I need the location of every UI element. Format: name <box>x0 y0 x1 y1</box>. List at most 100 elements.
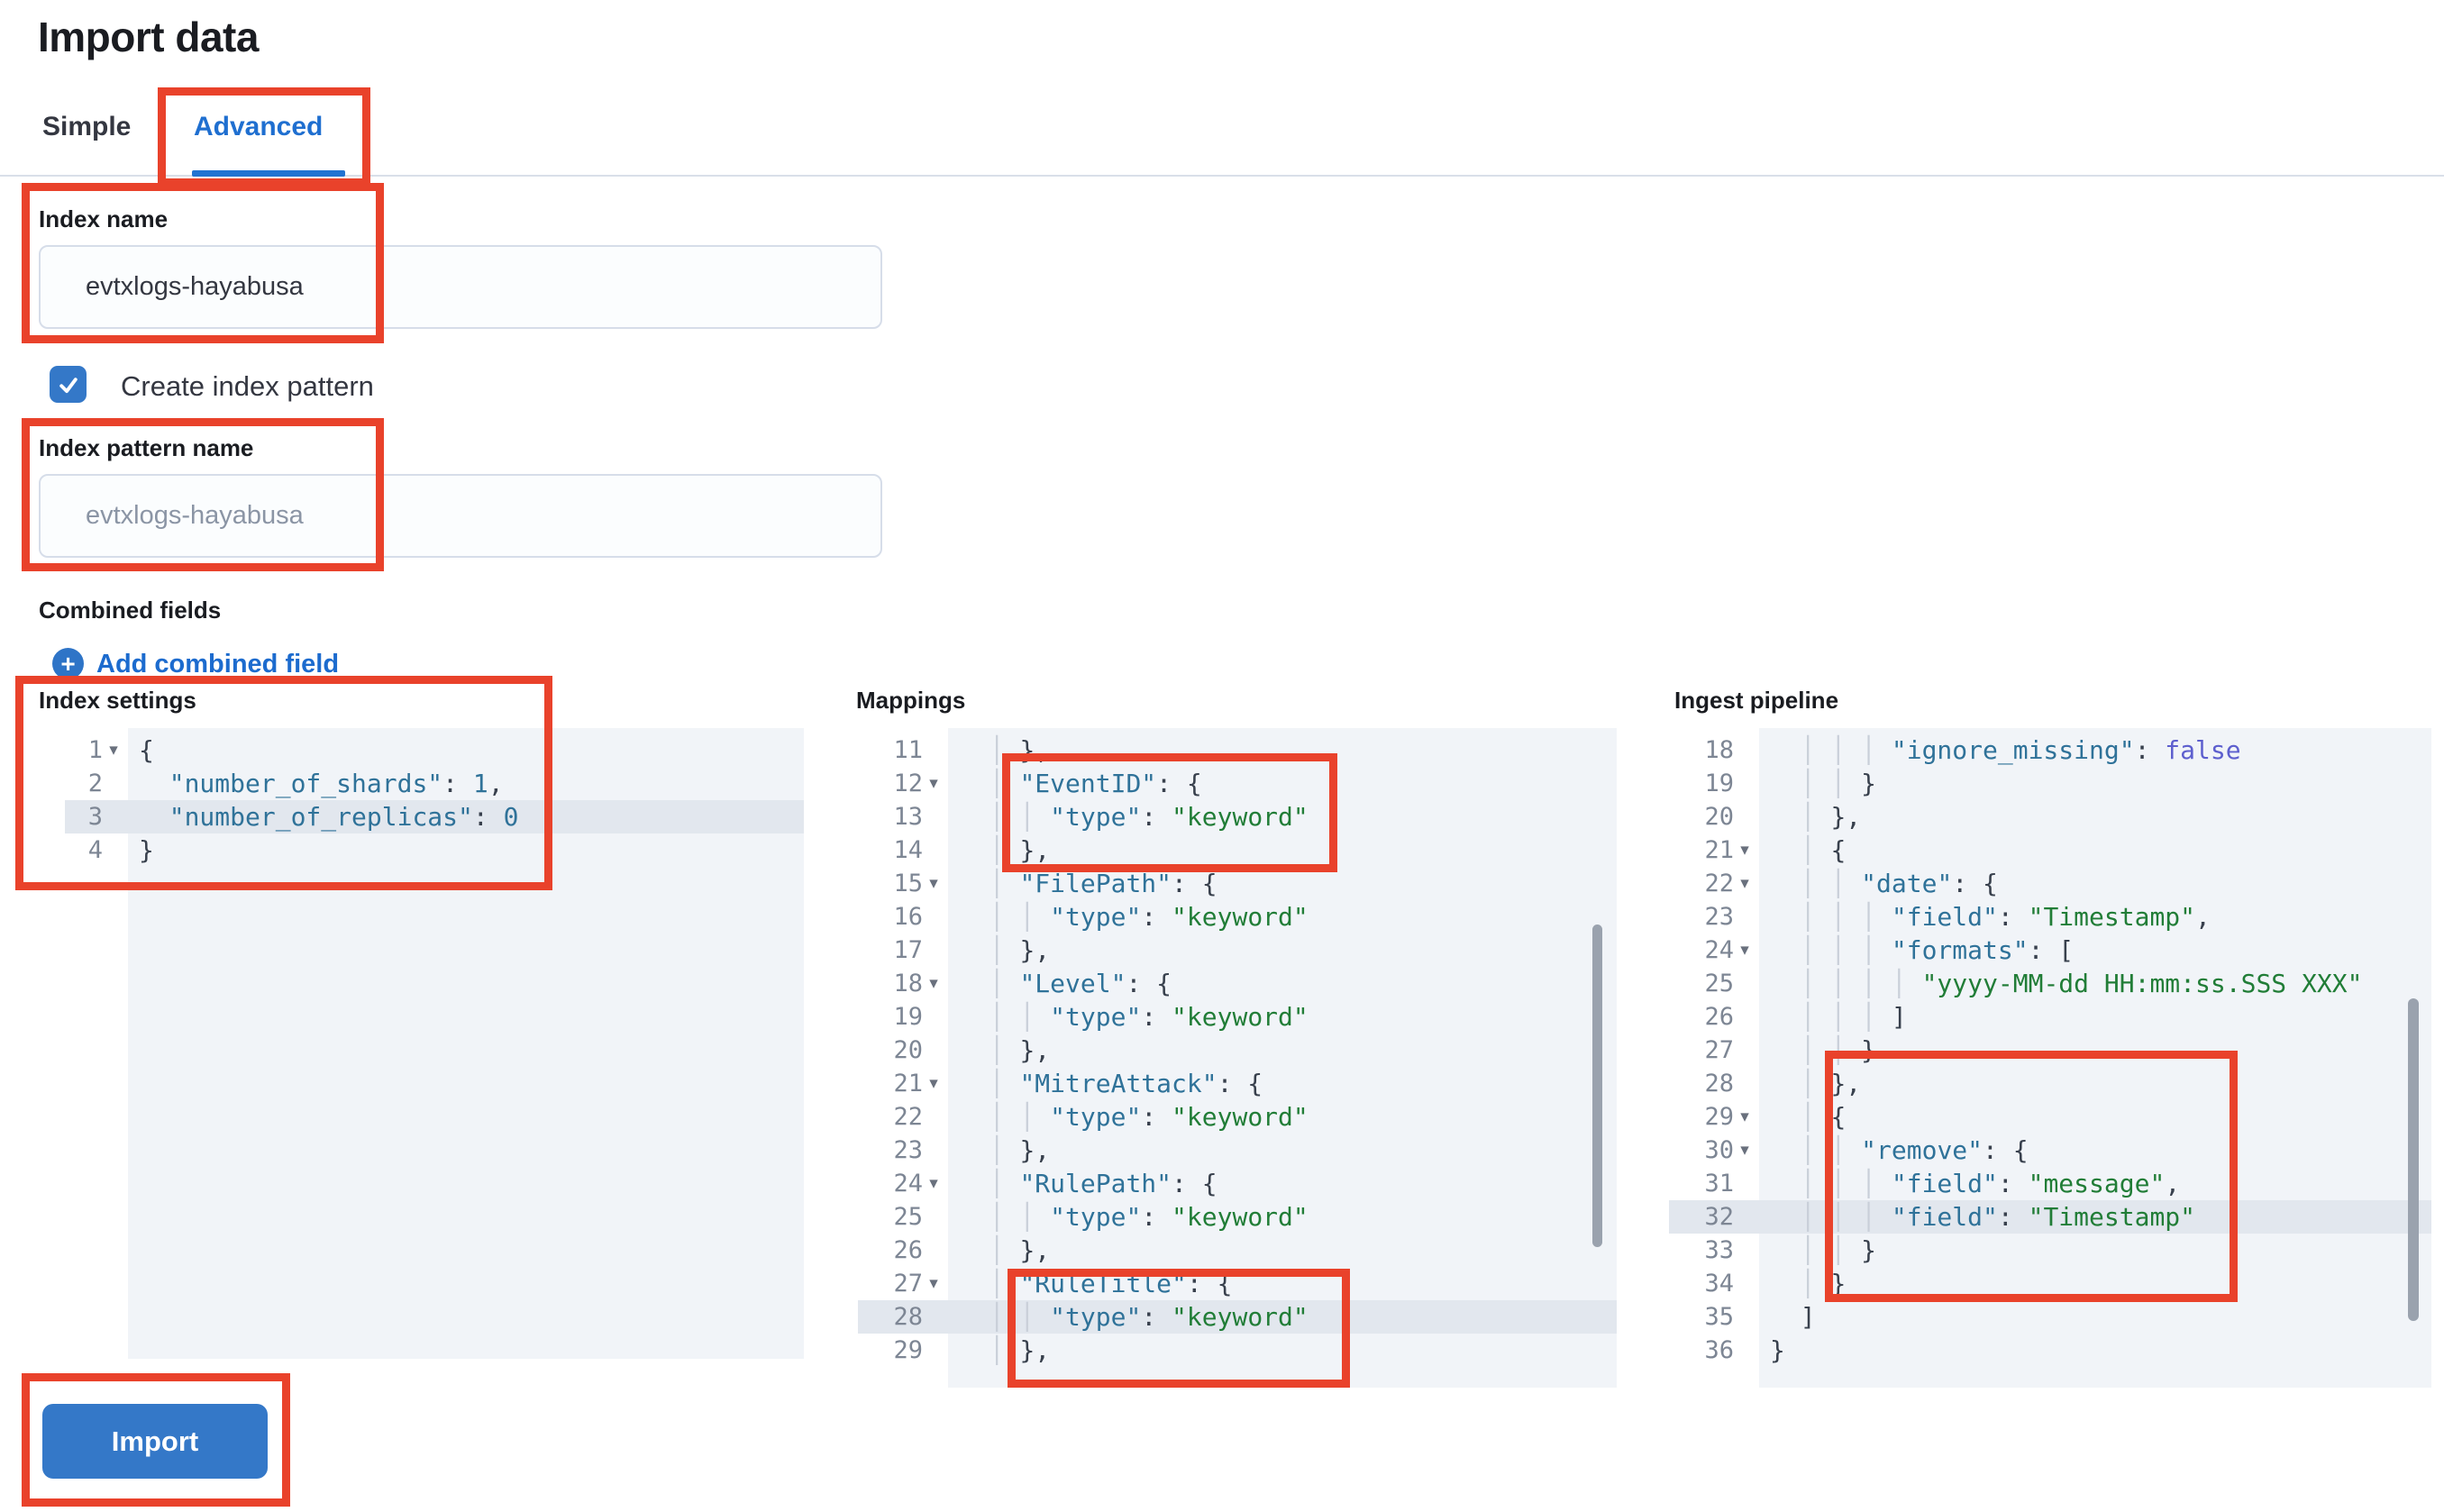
plus-circle-icon: + <box>52 648 84 679</box>
code-line: 30▾ │ │ "remove": { <box>1669 1134 2431 1167</box>
code-line: 4} <box>65 833 804 867</box>
line-number: 25 <box>893 1203 923 1231</box>
line-number: 18 <box>1704 736 1734 764</box>
code-line: 29 │ }, <box>858 1334 1617 1367</box>
code-text: │ │ │ ] <box>1770 1002 1907 1032</box>
indent-guides: │ <box>1770 1069 1831 1098</box>
annotation-box-import-button <box>22 1373 290 1507</box>
line-number: 26 <box>893 1236 923 1264</box>
editor-gutter <box>1669 728 1759 1388</box>
mappings-scrollbar[interactable] <box>1592 925 1602 1247</box>
line-number: 18 <box>893 970 923 997</box>
indent-guides: │ │ <box>959 902 1051 932</box>
check-icon <box>59 377 78 393</box>
code-text: │ }, <box>959 935 1051 965</box>
create-index-pattern-checkbox[interactable] <box>50 366 87 403</box>
indent-guides: │ │ <box>1770 769 1862 798</box>
fold-arrow-icon[interactable]: ▾ <box>1740 941 1749 960</box>
line-number: 16 <box>893 903 923 931</box>
code-line: 13 │ │ "type": "keyword" <box>858 800 1617 833</box>
code-line: 29▾ │ { <box>1669 1100 2431 1134</box>
code-line: 35 ] <box>1669 1300 2431 1334</box>
code-line: 14 │ }, <box>858 833 1617 867</box>
line-number: 19 <box>893 1003 923 1031</box>
line-number: 32 <box>1704 1203 1734 1231</box>
add-combined-field-link[interactable]: Add combined field <box>96 650 340 679</box>
page-title: Import data <box>38 14 259 60</box>
index-settings-label: Index settings <box>39 687 196 714</box>
line-number: 3 <box>87 803 103 831</box>
indent-guides: │ <box>959 869 1020 898</box>
fold-arrow-icon[interactable]: ▾ <box>929 974 938 993</box>
fold-arrow-icon[interactable]: ▾ <box>1740 841 1749 860</box>
code-text: { <box>139 735 154 765</box>
line-number: 12 <box>893 770 923 797</box>
tab-advanced[interactable]: Advanced <box>194 112 324 141</box>
code-line: 16 │ │ "type": "keyword" <box>858 900 1617 934</box>
line-number: 2 <box>87 770 103 797</box>
index-name-input[interactable] <box>39 245 882 329</box>
indent-guides: │ <box>959 1035 1020 1065</box>
tab-simple[interactable]: Simple <box>42 112 132 141</box>
tabs-divider <box>0 175 2444 177</box>
line-number: 24 <box>893 1170 923 1198</box>
fold-arrow-icon[interactable]: ▾ <box>1740 874 1749 893</box>
code-line: 25 │ │ "type": "keyword" <box>858 1200 1617 1234</box>
code-text: │ } <box>1770 1269 1847 1298</box>
code-text: │ │ │ "ignore_missing": false <box>1770 735 2241 765</box>
annotation-box-index-pattern-name <box>22 418 384 571</box>
index-name-label: Index name <box>39 205 169 232</box>
fold-arrow-icon[interactable]: ▾ <box>929 1074 938 1093</box>
annotation-box-mappings-eventid <box>1002 753 1337 872</box>
indent-guides: │ <box>959 1235 1020 1265</box>
code-text: │ "FilePath": { <box>959 869 1217 898</box>
code-line: 31 │ │ │ "field": "message", <box>1669 1167 2431 1200</box>
indent-guides: │ │ │ <box>1770 902 1892 932</box>
fold-arrow-icon[interactable]: ▾ <box>929 1174 938 1193</box>
fold-arrow-icon[interactable]: ▾ <box>1740 1107 1749 1126</box>
code-line: 22 │ │ "type": "keyword" <box>858 1100 1617 1134</box>
ingest-pipeline-scrollbar[interactable] <box>2408 998 2419 1321</box>
code-text: │ │ "type": "keyword" <box>959 902 1309 932</box>
fold-arrow-icon[interactable]: ▾ <box>929 774 938 793</box>
fold-arrow-icon[interactable]: ▾ <box>929 1274 938 1293</box>
indent-guides: │ │ <box>1770 1135 1862 1165</box>
fold-arrow-icon[interactable]: ▾ <box>929 874 938 893</box>
line-number: 27 <box>1704 1036 1734 1064</box>
active-tab-underline <box>192 170 345 177</box>
code-line: 11 │ }, <box>858 733 1617 767</box>
line-number: 20 <box>893 1036 923 1064</box>
index-pattern-name-input[interactable] <box>39 474 882 558</box>
index-settings-editor[interactable]: 1▾{2 "number_of_shards": 1,3 "number_of_… <box>65 728 804 1359</box>
code-text: │ }, <box>1770 802 1862 832</box>
code-text: │ "RulePath": { <box>959 1169 1217 1198</box>
line-number: 4 <box>87 836 103 864</box>
indent-guides: │ <box>1770 835 1831 865</box>
code-line: 12 ▾ │ "EventID": { <box>858 767 1617 800</box>
code-line: 19 │ │ } <box>1669 767 2431 800</box>
code-line: 26 │ }, <box>858 1234 1617 1267</box>
line-number: 21 <box>893 1070 923 1098</box>
fold-arrow-icon[interactable]: ▾ <box>109 741 118 760</box>
line-number: 29 <box>893 1336 923 1364</box>
code-text: │ │ } <box>1770 769 1877 798</box>
indent-guides: │ │ <box>959 1202 1051 1232</box>
code-line: 26 │ │ │ ] <box>1669 1000 2431 1034</box>
code-text: │ }, <box>959 1235 1051 1265</box>
annotation-box-ingest-remove <box>1825 1051 2238 1302</box>
code-line: 2 "number_of_shards": 1, <box>65 767 804 800</box>
fold-arrow-icon[interactable]: ▾ <box>1740 1141 1749 1160</box>
line-number: 25 <box>1704 970 1734 997</box>
line-number: 17 <box>893 936 923 964</box>
import-button[interactable]: Import <box>42 1404 268 1479</box>
indent-guides: │ <box>959 1335 1020 1365</box>
code-line-active: 28 │ │ "type": "keyword" <box>858 1300 1617 1334</box>
line-number: 20 <box>1704 803 1734 831</box>
code-text: │ "EventID": { <box>959 769 1202 798</box>
line-number: 28 <box>893 1303 923 1331</box>
line-number: 23 <box>1704 903 1734 931</box>
indent-guides: │ <box>959 1069 1020 1098</box>
code-line: 34 │ } <box>1669 1267 2431 1300</box>
